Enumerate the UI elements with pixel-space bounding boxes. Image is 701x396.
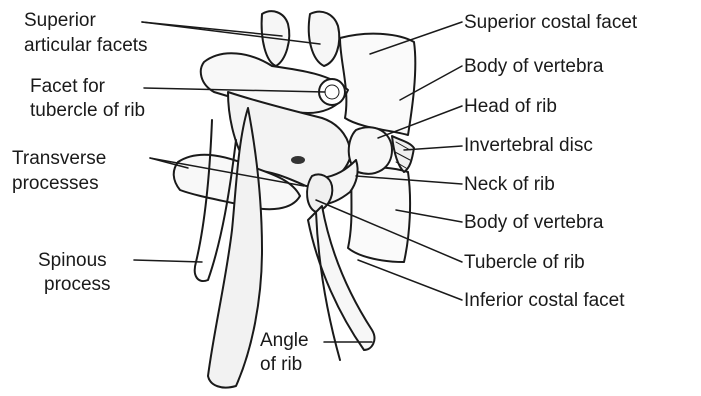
- label-body-of-vertebra-bottom: Body of vertebra: [464, 212, 603, 233]
- label-superior-articular-facets-line1: Superior: [24, 10, 96, 31]
- rib-tubercle: [307, 174, 332, 212]
- label-superior-costal-facet: Superior costal facet: [464, 12, 637, 33]
- label-tubercle-of-rib: Tubercle of rib: [464, 252, 585, 273]
- superior-articular-facet-right: [309, 12, 339, 66]
- label-superior-articular-facets-line2: articular facets: [24, 35, 148, 56]
- label-spinous-process-line2: process: [44, 274, 111, 295]
- label-transverse-processes-line1: Transverse: [12, 148, 106, 169]
- label-head-of-rib: Head of rib: [464, 96, 557, 117]
- label-neck-of-rib: Neck of rib: [464, 174, 555, 195]
- label-angle-of-rib-line1: Angle: [260, 330, 309, 351]
- label-spinous-process-line1: Spinous: [38, 250, 107, 271]
- label-intervertebral-disc: Invertebral disc: [464, 135, 593, 156]
- label-facet-for-tubercle-line1: Facet for: [30, 76, 105, 97]
- label-facet-for-tubercle-line2: tubercle of rib: [30, 100, 145, 121]
- vertebra-body-upper: [340, 34, 415, 135]
- label-transverse-processes-line2: processes: [12, 173, 99, 194]
- vertebra-body-lower: [348, 167, 410, 262]
- label-angle-of-rib-line2: of rib: [260, 354, 302, 375]
- label-inferior-costal-facet: Inferior costal facet: [464, 290, 625, 311]
- label-body-of-vertebra-top: Body of vertebra: [464, 56, 603, 77]
